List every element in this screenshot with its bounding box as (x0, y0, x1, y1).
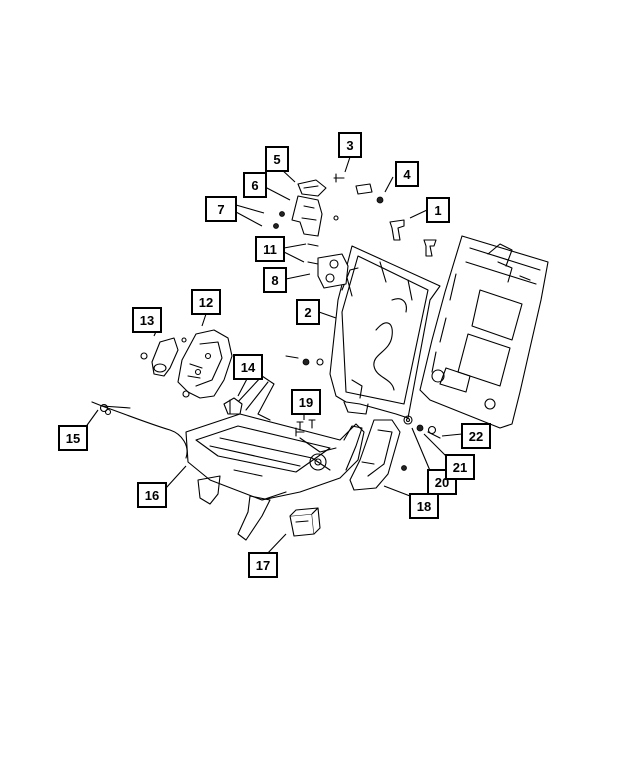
callout-label-2: 2 (304, 305, 311, 320)
callout-label-6: 6 (251, 178, 258, 193)
latch-cover-5 (297, 179, 327, 197)
callout-11: 11 (255, 236, 285, 262)
callout-21: 21 (445, 454, 475, 480)
callout-label-18: 18 (417, 499, 431, 514)
callout-label-5: 5 (273, 152, 280, 167)
callout-17: 17 (248, 552, 278, 578)
callout-label-14: 14 (241, 360, 256, 375)
callout-19: 19 (291, 389, 321, 415)
callout-6: 6 (243, 172, 267, 198)
release-cable-15 (91, 401, 188, 459)
callout-15: 15 (58, 425, 88, 451)
recliner-handle-13 (140, 337, 187, 377)
callout-label-11: 11 (263, 242, 277, 257)
latch-bracket-6 (291, 195, 339, 237)
screw-19 (296, 419, 316, 431)
seat-back-frame (419, 235, 549, 429)
module-17 (289, 507, 321, 537)
callout-label-3: 3 (346, 138, 353, 153)
callout-18: 18 (409, 493, 439, 519)
callout-label-12: 12 (199, 295, 213, 310)
callout-label-4: 4 (403, 167, 411, 182)
nut-21 (416, 424, 424, 432)
callout-label-22: 22 (469, 429, 483, 444)
bolt-hardware (285, 355, 324, 437)
callout-7: 7 (205, 196, 237, 222)
callout-label-19: 19 (299, 395, 313, 410)
callout-16: 16 (137, 482, 167, 508)
callout-label-7: 7 (217, 202, 224, 217)
callout-3: 3 (338, 132, 362, 158)
callout-12: 12 (191, 289, 221, 315)
leader-lines (84, 156, 463, 556)
pushnut-7 (273, 211, 285, 229)
callout-label-21: 21 (453, 460, 467, 475)
callout-14: 14 (233, 354, 263, 380)
callout-label-1: 1 (434, 203, 441, 218)
bolt-22 (427, 425, 441, 439)
callout-label-16: 16 (145, 488, 159, 503)
callout-5: 5 (265, 146, 289, 172)
bolt-1 (389, 219, 437, 257)
callout-2: 2 (296, 299, 320, 325)
side-shield-12 (177, 329, 233, 399)
callout-22: 22 (461, 423, 491, 449)
callout-label-8: 8 (271, 273, 278, 288)
bolt-3 (333, 173, 345, 183)
callout-1: 1 (426, 197, 450, 223)
bumper-14 (223, 397, 243, 415)
callout-4: 4 (395, 161, 419, 187)
outboard-trim-18 (349, 419, 407, 491)
callout-label-17: 17 (256, 558, 270, 573)
seat-cushion-frame (185, 375, 365, 541)
callout-13: 13 (132, 307, 162, 333)
latch-4 (355, 183, 384, 204)
screw-11 (307, 243, 319, 265)
washer-20 (403, 415, 413, 425)
callout-label-15: 15 (66, 431, 80, 446)
hinge-8 (317, 253, 349, 289)
callout-label-13: 13 (140, 313, 154, 328)
callout-8: 8 (263, 267, 287, 293)
